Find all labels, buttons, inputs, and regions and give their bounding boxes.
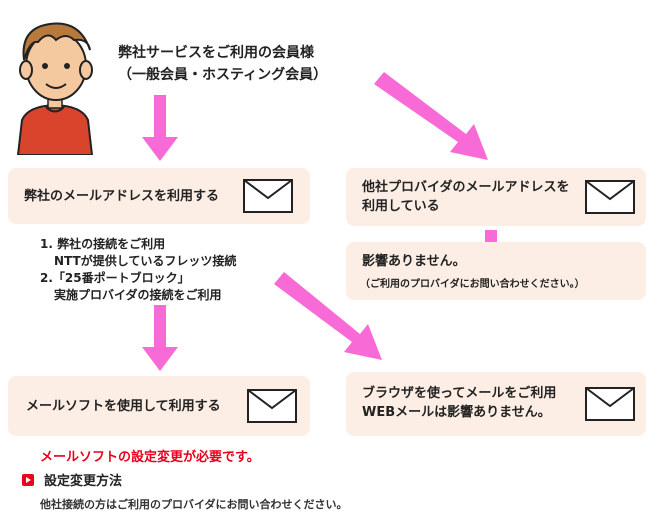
conditions-list: 1. 弊社の接続をご利用 NTTが提供しているフレッツ接続 2.「25番ポートブ… xyxy=(40,236,236,304)
other-mail-line-1: 他社プロバイダのメールアドレスを xyxy=(362,180,570,195)
condition-2-line-2: 実施プロバイダの接続をご利用 xyxy=(54,288,222,302)
arrow-down-center-icon xyxy=(142,305,178,371)
no-effect-note: （ご利用のプロバイダにお問い合わせください。） xyxy=(360,279,585,290)
header-line-1: 弊社サービスをご利用の会員様 xyxy=(118,45,314,61)
settings-warning: メールソフトの設定変更が必要です。 xyxy=(40,450,260,465)
condition-1-line-1: 1. 弊社の接続をご利用 xyxy=(40,237,166,251)
arrow-diagonal-webmail-icon xyxy=(274,272,382,360)
envelope-icon xyxy=(585,387,635,421)
envelope-icon xyxy=(247,389,297,423)
mail-software-box: メールソフトを使用して利用する xyxy=(8,376,310,436)
play-icon xyxy=(22,473,34,486)
no-effect-title: 影響ありません。 xyxy=(362,254,466,269)
mail-software-label: メールソフトを使用して利用する xyxy=(26,399,221,414)
own-mail-label: 弊社のメールアドレスを利用する xyxy=(24,189,220,204)
webmail-line-1: ブラウザを使ってメールをご利用 xyxy=(362,386,557,401)
condition-1-line-2: NTTが提供しているフレッツ接続 xyxy=(54,254,237,268)
avatar xyxy=(8,10,103,156)
webmail-line-2: WEBメールは影響ありません。 xyxy=(362,405,551,420)
arrow-down-left-icon xyxy=(142,95,178,161)
condition-2-line-1: 2.「25番ポートブロック」 xyxy=(40,271,190,285)
envelope-icon xyxy=(585,180,635,214)
header-line-2: （一般会員・ホスティング会員） xyxy=(118,67,328,83)
envelope-icon xyxy=(243,179,293,213)
footer-note: 他社接続の方はご利用のプロバイダにお問い合わせください。 xyxy=(40,498,348,511)
no-effect-box: 影響ありません。 （ご利用のプロバイダにお問い合わせください。） xyxy=(346,242,646,300)
other-mail-line-2: 利用している xyxy=(362,199,440,214)
settings-change-link[interactable]: 設定変更方法 xyxy=(22,470,122,489)
own-mail-box: 弊社のメールアドレスを利用する xyxy=(8,168,310,224)
settings-change-label[interactable]: 設定変更方法 xyxy=(44,474,123,489)
arrow-diagonal-right-icon xyxy=(374,72,488,160)
other-mail-box: 他社プロバイダのメールアドレスを 利用している xyxy=(346,168,646,226)
webmail-box: ブラウザを使ってメールをご利用 WEBメールは影響ありません。 xyxy=(346,372,646,436)
